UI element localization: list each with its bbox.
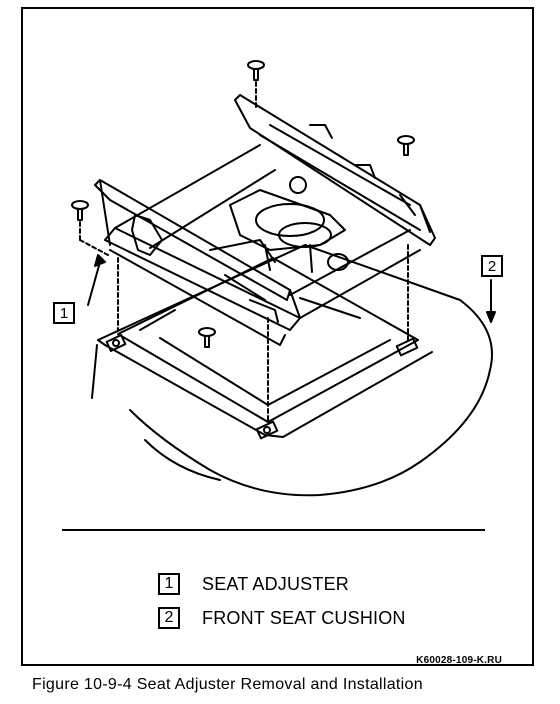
seat-cushion (97, 244, 493, 497)
bolt-center (198, 327, 216, 348)
legend-item-seat-adjuster: 1 SEAT ADJUSTER (158, 573, 349, 595)
adjuster-rail-right (234, 94, 436, 246)
legend-label: FRONT SEAT CUSHION (202, 607, 406, 628)
cushion-mount-pad-front-left (105, 334, 127, 352)
legend-number-box: 2 (158, 607, 180, 629)
callout-leader-1 (87, 254, 106, 399)
cushion-mount-pad-rear-right (395, 337, 419, 357)
figure-caption: Figure 10-9-4 Seat Adjuster Removal and … (32, 676, 423, 693)
bolt-left-rear (71, 200, 109, 256)
legend-number-box: 1 (158, 573, 180, 595)
adjuster-cross-frame (114, 144, 421, 319)
callout-leader-2 (486, 279, 496, 323)
seat-adjuster-assembly (94, 94, 436, 346)
callout-number: 1 (59, 304, 69, 322)
legend-separator (62, 529, 485, 531)
legend-label: SEAT ADJUSTER (202, 573, 349, 594)
callout-seat-adjuster: 1 (53, 302, 75, 324)
bolt-right-rear (247, 60, 265, 111)
adjuster-rail-left (94, 179, 301, 346)
figure-code: K60028-109-K.RU (416, 655, 502, 666)
alignment-lines (117, 244, 409, 421)
callout-number: 2 (487, 257, 497, 275)
adjuster-motor (209, 176, 349, 273)
legend-item-front-seat-cushion: 2 FRONT SEAT CUSHION (158, 607, 406, 629)
legend-number: 1 (164, 575, 174, 592)
callout-front-seat-cushion: 2 (481, 255, 503, 277)
cushion-mount-pad-front-center (255, 420, 279, 440)
legend-number: 2 (164, 609, 174, 626)
figure-frame (21, 7, 534, 666)
bolt-right-front (397, 135, 415, 156)
